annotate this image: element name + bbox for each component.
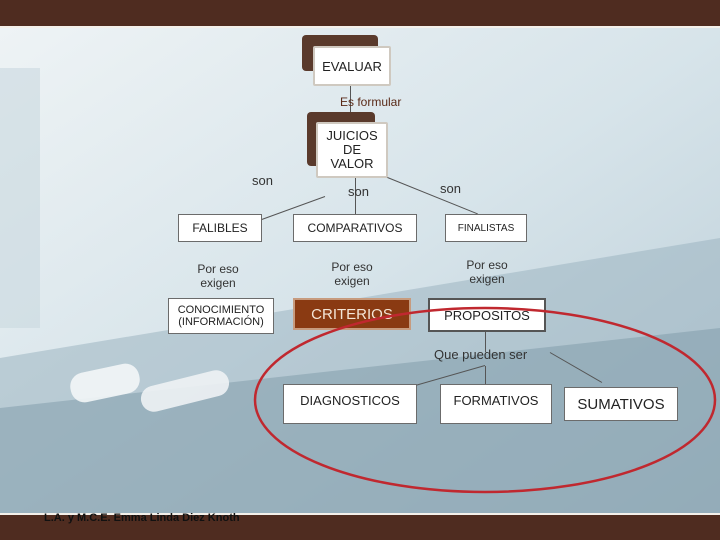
link-es-formular: Es formular: [340, 95, 402, 109]
node-conocimiento: CONOCIMIENTO (INFORMACIÓN): [168, 298, 274, 334]
link-por-eso-3: Por eso exigen: [466, 258, 508, 286]
top-frame-rule: [0, 26, 720, 28]
node-finalistas: FINALISTAS: [445, 214, 527, 242]
connector-formativos: [485, 366, 486, 384]
highlight-ellipse: [253, 306, 717, 494]
connector-mid-branch: [355, 176, 356, 216]
link-por-eso-2: Por eso exigen: [331, 260, 373, 288]
link-por-eso-1: Por eso exigen: [197, 262, 239, 290]
connector-evaluar-juicios: [350, 86, 351, 126]
node-juicios-text: JUICIOS DE VALOR: [326, 128, 378, 171]
node-formativos: FORMATIVOS: [440, 384, 552, 424]
link-son-mid: son: [348, 184, 369, 199]
node-evaluar-text: EVALUAR: [322, 58, 382, 74]
node-propositos: PROPOSITOS: [428, 298, 546, 332]
link-son-left: son: [252, 173, 273, 188]
node-evaluar: EVALUAR: [313, 46, 391, 86]
footer-author: L.A. y M.C.E. Emma Linda Diez Knoth: [44, 512, 240, 524]
connector-propositos-down: [485, 332, 486, 352]
node-sumativos: SUMATIVOS: [564, 387, 678, 421]
bottom-frame-rule: [0, 513, 720, 515]
top-frame-bar: [0, 0, 720, 26]
node-falibles: FALIBLES: [178, 214, 262, 242]
node-diagnosticos: DIAGNOSTICOS: [283, 384, 417, 424]
node-comparativos: COMPARATIVOS: [293, 214, 417, 242]
bottom-frame-bar: [0, 515, 720, 540]
link-que-pueden-ser: Que pueden ser: [434, 347, 528, 362]
node-juicios-de-valor: JUICIOS DE VALOR: [316, 122, 388, 178]
link-son-right: son: [440, 181, 461, 196]
